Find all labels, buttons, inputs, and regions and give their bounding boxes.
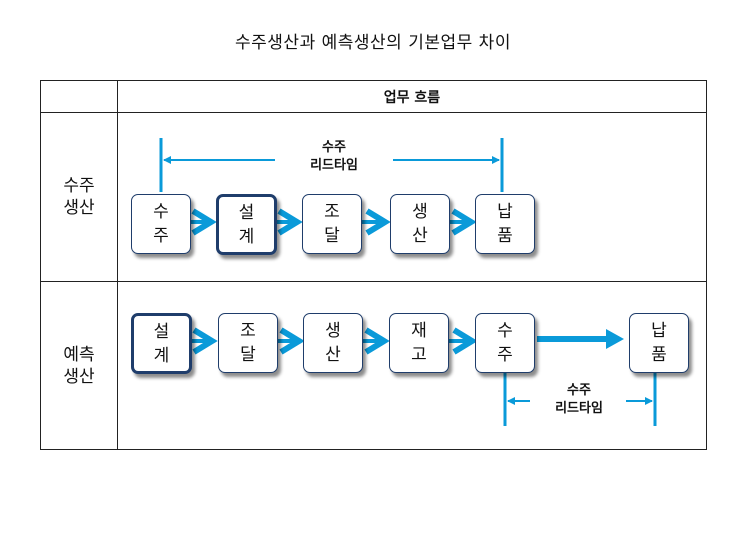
comparison-table: 업무 흐름 수주 생산 예측 생산 [40,80,707,450]
row-label-make-to-order: 수주 생산 [40,112,118,282]
header-row: 업무 흐름 [40,80,707,113]
flow-cell-make-to-order [117,112,707,282]
row-label-line: 생산 [63,366,95,387]
row-make-to-stock: 예측 생산 [40,281,707,450]
row-label-line: 수주 [63,176,95,196]
row-label-line: 생산 [63,198,95,218]
header-workflow: 업무 흐름 [117,80,707,113]
row-label-line: 예측 [63,344,95,365]
header-corner-cell [40,80,118,113]
row-make-to-order: 수주 생산 [40,112,707,282]
flow-cell-make-to-stock [117,281,707,450]
row-label-make-to-stock: 예측 생산 [40,281,118,450]
diagram-title: 수주생산과 예측생산의 기본업무 차이 [235,33,511,53]
